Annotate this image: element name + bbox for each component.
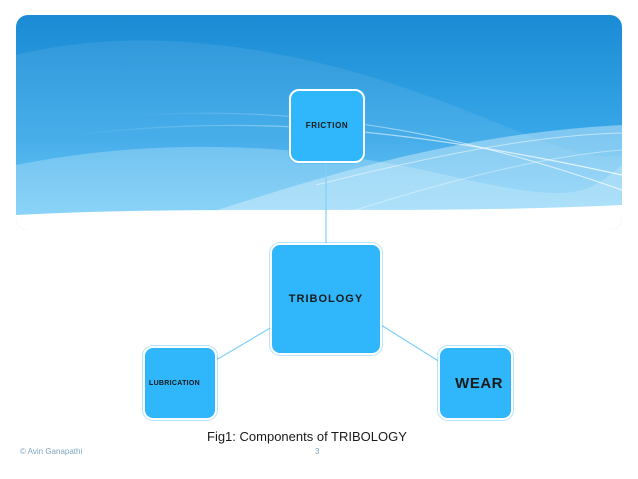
node-wear: WEAR [438, 346, 513, 420]
figure-caption: Fig1: Components of TRIBOLOGY [207, 429, 407, 444]
node-friction-label: FRICTION [305, 121, 349, 130]
connector-lubrication [215, 326, 273, 361]
node-lubrication: LUBRICATION [143, 346, 217, 420]
footer-author: © Avin Ganapathi [20, 447, 83, 456]
node-friction: FRICTION [289, 89, 365, 163]
node-lubrication-label: LUBRICATION [149, 379, 200, 387]
connector-wear [380, 324, 441, 363]
node-tribology-label: TRIBOLOGY [288, 293, 364, 305]
node-wear-label: WEAR [455, 374, 503, 392]
node-tribology: TRIBOLOGY [270, 243, 382, 355]
page-number: 3 [315, 447, 320, 456]
